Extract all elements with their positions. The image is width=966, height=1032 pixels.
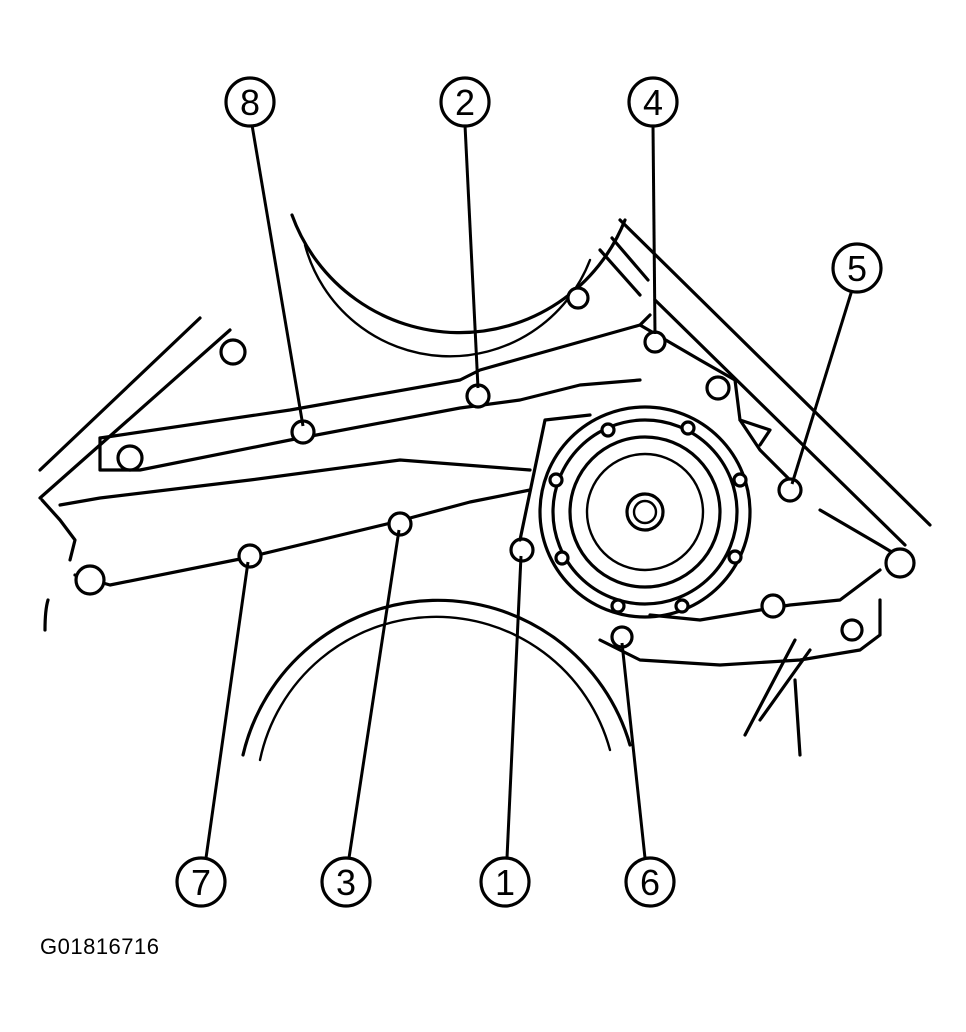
callout-1-label: 1 bbox=[495, 862, 515, 903]
callout-5: 5 bbox=[831, 242, 883, 294]
callout-6-label: 6 bbox=[640, 862, 660, 903]
figure-id: G01816716 bbox=[40, 934, 160, 959]
callout-4: 4 bbox=[627, 76, 679, 128]
callout-2-label: 2 bbox=[455, 82, 475, 123]
lower-sprocket-arc bbox=[241, 598, 632, 762]
callout-6: 6 bbox=[624, 856, 676, 908]
bolt-holes bbox=[74, 330, 916, 649]
callout-1: 1 bbox=[479, 856, 531, 908]
callout-7-label: 7 bbox=[191, 862, 211, 903]
water-pump-pulley bbox=[518, 405, 752, 619]
callout-leaders bbox=[204, 124, 854, 859]
callout-2: 2 bbox=[439, 76, 491, 128]
upper-sprocket-arc bbox=[219, 213, 627, 366]
engine-block-outline bbox=[38, 218, 932, 547]
callout-8-label: 8 bbox=[240, 82, 260, 123]
callout-5-label: 5 bbox=[847, 248, 867, 289]
callout-4-label: 4 bbox=[643, 82, 663, 123]
callout-8: 8 bbox=[224, 76, 276, 128]
callout-7: 7 bbox=[175, 856, 227, 908]
callout-3-label: 3 bbox=[336, 862, 356, 903]
callout-3: 3 bbox=[320, 856, 372, 908]
